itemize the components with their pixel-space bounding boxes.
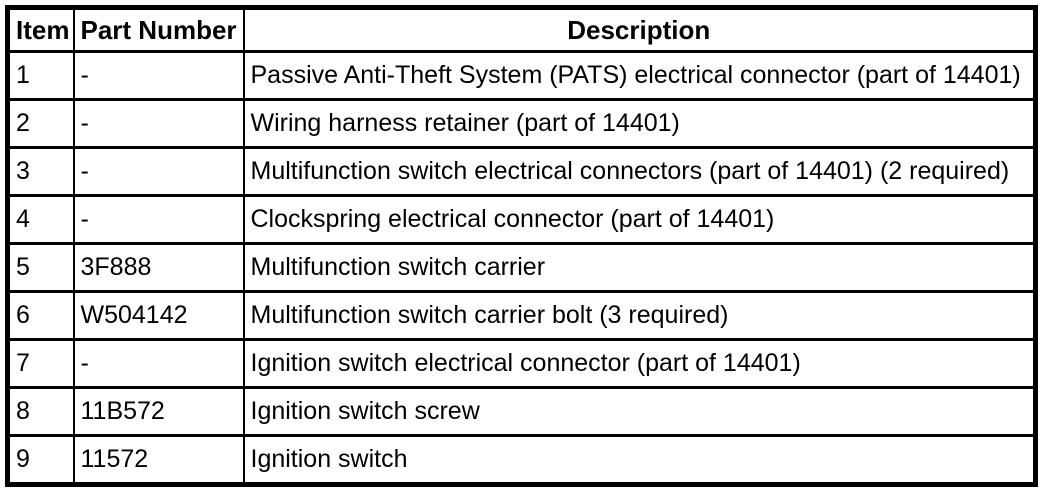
table-row: 1 - Passive Anti-Theft System (PATS) ele… (6, 50, 1037, 101)
column-header-item: Item (6, 6, 75, 53)
description-cell: Clockspring electrical connector (part o… (242, 194, 1037, 245)
table-row: 4 - Clockspring electrical connector (pa… (6, 194, 1037, 245)
description-cell: Ignition switch screw (242, 386, 1037, 437)
parts-table: Item Part Number Description 1 - Passive… (5, 5, 1038, 487)
part-number-cell: - (72, 146, 245, 197)
item-cell: 6 (6, 290, 75, 341)
header-row: Item Part Number Description (6, 6, 1037, 53)
column-header-description: Description (242, 6, 1037, 53)
item-cell: 4 (6, 194, 75, 245)
table-row: 8 11B572 Ignition switch screw (6, 386, 1037, 437)
item-cell: 8 (6, 386, 75, 437)
part-number-cell: - (72, 338, 245, 389)
description-cell: Passive Anti-Theft System (PATS) electri… (242, 50, 1037, 101)
description-cell: Wiring harness retainer (part of 14401) (242, 98, 1037, 149)
table-header: Item Part Number Description (6, 6, 1037, 53)
table-row: 3 - Multifunction switch electrical conn… (6, 146, 1037, 197)
part-number-cell: 3F888 (72, 242, 245, 293)
table-row: 9 11572 Ignition switch (6, 434, 1037, 486)
part-number-cell: - (72, 194, 245, 245)
item-cell: 1 (6, 50, 75, 101)
table-row: 6 W504142 Multifunction switch carrier b… (6, 290, 1037, 341)
column-header-part-number: Part Number (72, 6, 245, 53)
description-cell: Multifunction switch carrier bolt (3 req… (242, 290, 1037, 341)
table-row: 7 - Ignition switch electrical connector… (6, 338, 1037, 389)
description-cell: Multifunction switch electrical connecto… (242, 146, 1037, 197)
part-number-cell: - (72, 50, 245, 101)
part-number-cell: W504142 (72, 290, 245, 341)
part-number-cell: 11572 (72, 434, 245, 486)
table-row: 2 - Wiring harness retainer (part of 144… (6, 98, 1037, 149)
item-cell: 5 (6, 242, 75, 293)
description-cell: Multifunction switch carrier (242, 242, 1037, 293)
table-row: 5 3F888 Multifunction switch carrier (6, 242, 1037, 293)
part-number-cell: 11B572 (72, 386, 245, 437)
part-number-cell: - (72, 98, 245, 149)
item-cell: 9 (6, 434, 75, 486)
item-cell: 3 (6, 146, 75, 197)
description-cell: Ignition switch electrical connector (pa… (242, 338, 1037, 389)
item-cell: 7 (6, 338, 75, 389)
description-cell: Ignition switch (242, 434, 1037, 486)
item-cell: 2 (6, 98, 75, 149)
table-body: 1 - Passive Anti-Theft System (PATS) ele… (6, 50, 1037, 486)
